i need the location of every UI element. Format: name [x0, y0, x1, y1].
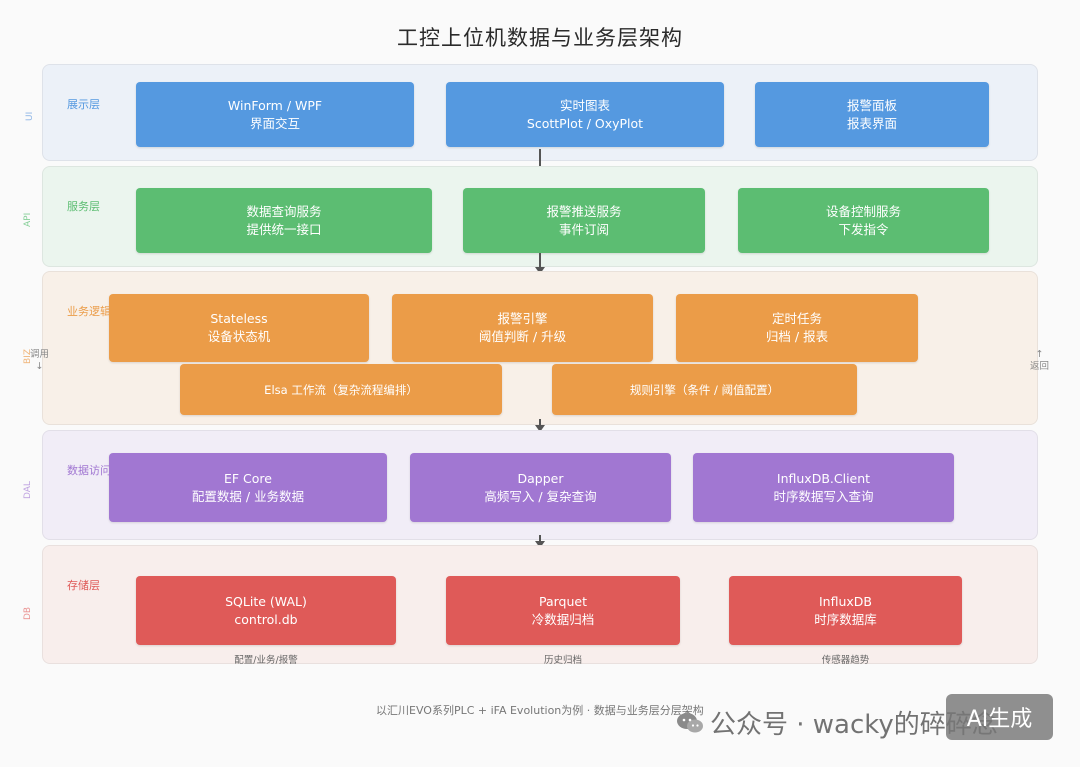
- ui-box-alarm-panel: 报警面板报表界面: [755, 82, 989, 147]
- biz-box-scheduled-task: 定时任务归档 / 报表: [676, 294, 918, 362]
- db-caption-parquet: 历史归档: [543, 655, 582, 666]
- ai-generated-badge: AI生成: [946, 694, 1053, 740]
- flow-arrow-icon: [533, 253, 547, 275]
- wechat-icon: [677, 713, 703, 733]
- biz-box-alarm-engine: 报警引擎阈值判断 / 升级: [392, 294, 653, 362]
- api-box-data-query: 数据查询服务提供统一接口: [136, 188, 432, 253]
- call-note-label: 调用: [30, 349, 50, 360]
- layer-db-tag: DB: [23, 606, 33, 620]
- layer-db-label: 存储层: [67, 579, 100, 592]
- call-note: 调用 ↓: [30, 349, 49, 373]
- api-box-alarm-push: 报警推送服务事件订阅: [463, 188, 705, 253]
- return-note-label: 返回: [1030, 361, 1050, 372]
- layer-api: 服务层 API 数据查询服务提供统一接口 报警推送服务事件订阅 设备控制服务下发…: [23, 166, 1038, 267]
- flow-arrow-icon: [533, 535, 547, 549]
- flow-arrow-icon: [533, 419, 547, 433]
- biz-box-rule-engine: 规则引擎（条件 / 阈值配置）: [552, 364, 857, 415]
- footer-note: 以汇川EVO系列PLC + iFA Evolution为例 · 数据与业务层分层…: [376, 704, 704, 717]
- layer-dal-label: 数据访问层: [67, 464, 122, 477]
- layer-ui-label: 展示层: [67, 98, 100, 111]
- layer-api-label: 服务层: [67, 200, 100, 213]
- layer-api-tag: API: [23, 212, 33, 227]
- layer-biz-label: 业务逻辑: [67, 305, 111, 318]
- return-note: ↑ 返回: [1030, 349, 1049, 373]
- arrow-up-icon: ↑: [1035, 349, 1044, 360]
- biz-box-elsa-workflow: Elsa 工作流（复杂流程编排）: [180, 364, 502, 415]
- db-caption-influxdb: 传感器趋势: [821, 655, 870, 666]
- api-box-device-control: 设备控制服务下发指令: [738, 188, 989, 253]
- db-box-sqlite: SQLite (WAL)control.db: [136, 576, 396, 645]
- diagram-title: 工控上位机数据与业务层架构: [397, 26, 683, 50]
- arrow-down-icon: ↓: [35, 361, 44, 372]
- db-caption-sqlite: 配置/业务/报警: [234, 655, 298, 666]
- layer-dal-tag: DAL: [23, 481, 33, 499]
- layer-ui-tag: UI: [25, 111, 35, 121]
